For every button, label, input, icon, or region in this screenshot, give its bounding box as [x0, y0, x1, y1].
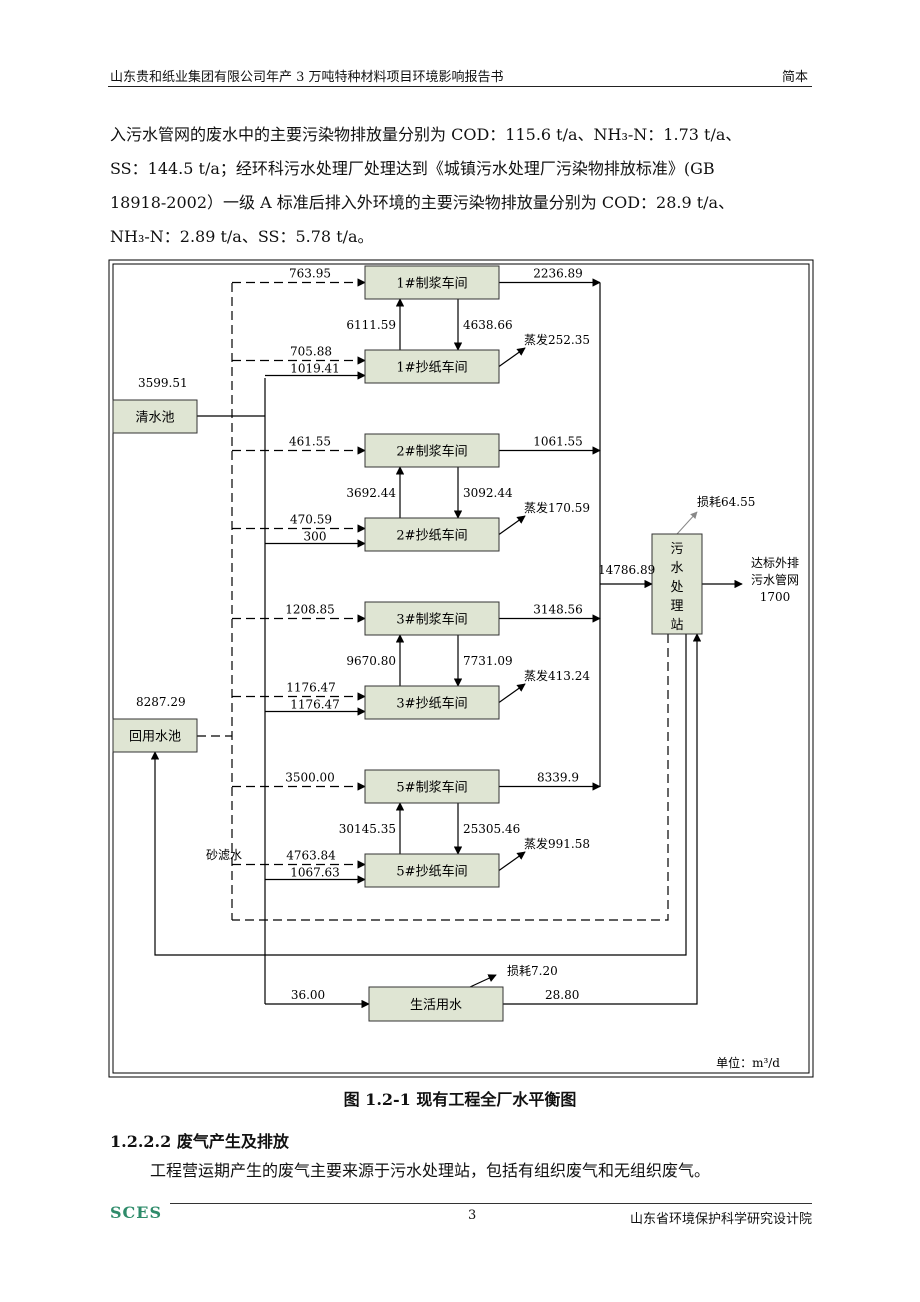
- clean-pool-box-label: 清水池: [135, 411, 174, 426]
- header-title: 山东贵和纸业集团有限公司年产 3 万吨特种材料项目环境影响报告书: [110, 70, 504, 85]
- paper-clean-inflow-value: 1067.63: [290, 866, 340, 880]
- pulp-workshop-box-label: 1#制浆车间: [396, 276, 467, 292]
- paper-clean-inflow-value: 1019.41: [290, 362, 340, 376]
- figure-frame-outer: [108, 259, 814, 1078]
- discharge-value: 1700: [760, 590, 791, 604]
- paper-clean-inflow-value: 300: [304, 530, 327, 544]
- intro-line: 入污水管网的废水中的主要污染物排放量分别为 COD：115.6 t/a、NH₃-…: [110, 125, 742, 144]
- domestic-water-box: 生活用水: [368, 986, 504, 1022]
- plant-dashed-return: [232, 634, 669, 921]
- page-number: 3: [468, 1208, 477, 1223]
- sces-logo: SCES: [110, 1204, 162, 1222]
- wastewater-outflow-value: 8339.9: [537, 771, 579, 785]
- paper-reuse-inflow-value: 470.59: [290, 513, 332, 527]
- domestic-loss-flow: [469, 974, 497, 988]
- evaporation-value: 蒸发991.58: [524, 836, 590, 851]
- sewage-plant-box: 污水处理站污水处理站: [651, 533, 703, 635]
- clean-pool-box: 清水池: [112, 399, 198, 434]
- unit-label: 单位：m³/d: [716, 1055, 780, 1070]
- paper-workshop-box: 1#抄纸车间: [364, 349, 500, 384]
- evaporation-flow: [498, 851, 526, 871]
- discharge-label-1: 达标外排: [751, 556, 799, 570]
- paper-workshop-box-label: 2#抄纸车间: [396, 528, 467, 544]
- intro-line: NH₃-N：2.89 t/a、SS：5.78 t/a。: [110, 227, 374, 246]
- paper-clean-inflow-value: 1176.47: [290, 698, 340, 712]
- paper-workshop-box-label: 3#抄纸车间: [396, 696, 467, 712]
- footer-organization: 山东省环境保护科学研究设计院: [629, 1212, 812, 1227]
- evaporation-flow: [498, 515, 526, 535]
- pulp-workshop-box: 3#制浆车间: [364, 601, 500, 636]
- sewage-plant-char: 水: [670, 561, 683, 576]
- intro-paragraph: 入污水管网的废水中的主要污染物排放量分别为 COD：115.6 t/a、NH₃-…: [110, 118, 812, 254]
- paper-reuse-inflow-value: 4763.84: [286, 849, 336, 863]
- paper-workshop-box: 5#抄纸车间: [364, 853, 500, 888]
- plant-inflow-value: 14786.89: [598, 563, 655, 577]
- paper-to-pulp-value: 30145.35: [339, 822, 396, 836]
- sand-filter-label: 砂滤水: [206, 848, 242, 862]
- sewage-plant-char: 理: [670, 599, 683, 614]
- header-rule: [108, 86, 812, 87]
- wastewater-outflow-value: 3148.56: [533, 603, 583, 617]
- pulp-workshop-box-label: 2#制浆车间: [396, 444, 467, 460]
- plant-loss-flow: [676, 511, 698, 535]
- pulp-to-paper-value: 4638.66: [463, 318, 513, 332]
- header-edition: 简本: [781, 70, 808, 85]
- paper-workshop-box-label: 5#抄纸车间: [396, 864, 467, 880]
- paper-to-pulp-value: 6111.59: [346, 318, 396, 332]
- clean-pool-value: 3599.51: [138, 376, 188, 390]
- sewage-plant-char: 污: [670, 542, 683, 557]
- discharge-label-2: 污水管网: [751, 572, 799, 587]
- plant-loss-value: 损耗64.55: [697, 495, 755, 509]
- evaporation-flow: [498, 683, 526, 703]
- domestic-loss-value: 损耗7.20: [507, 964, 558, 978]
- pulp-inflow-value: 1208.85: [285, 603, 335, 617]
- paper-workshop-box: 3#抄纸车间: [364, 685, 500, 720]
- wastewater-outflow-value: 1061.55: [533, 435, 583, 449]
- paper-workshop-box-label: 1#抄纸车间: [396, 360, 467, 376]
- pulp-to-paper-value: 7731.09: [463, 654, 513, 668]
- body-text: 工程营运期产生的废气主要来源于污水处理站，包括有组织废气和无组织废气。: [150, 1161, 711, 1180]
- pulp-workshop-box-label: 3#制浆车间: [396, 612, 467, 628]
- footer-rule: [170, 1203, 812, 1204]
- pulp-inflow-value: 461.55: [289, 435, 331, 449]
- paper-reuse-inflow-value: 1176.47: [286, 681, 336, 695]
- domestic-water-box-label: 生活用水: [410, 998, 462, 1013]
- evaporation-value: 蒸发252.35: [524, 332, 590, 347]
- pulp-workshop-box-label: 5#制浆车间: [396, 780, 467, 796]
- pulp-to-paper-value: 3092.44: [463, 486, 513, 500]
- paper-to-pulp-value: 9670.80: [346, 654, 396, 668]
- pulp-inflow-value: 763.95: [289, 267, 331, 281]
- section-title: 1.2.2.2 废气产生及排放: [110, 1132, 289, 1151]
- reuse-pool-box: 回用水池: [112, 718, 198, 753]
- pulp-inflow-value: 3500.00: [285, 771, 335, 785]
- reuse-pool-box-label: 回用水池: [129, 730, 181, 745]
- pulp-workshop-box: 2#制浆车间: [364, 433, 500, 468]
- paper-reuse-inflow-value: 705.88: [290, 345, 332, 359]
- reuse-pool-value: 8287.29: [136, 695, 186, 709]
- intro-line: SS：144.5 t/a；经环科污水处理厂处理达到《城镇污水处理厂污染物排放标准…: [110, 159, 715, 178]
- pulp-to-paper-value: 25305.46: [463, 822, 520, 836]
- figure-frame-inner: [112, 263, 810, 1074]
- domestic-inflow-value: 36.00: [291, 988, 325, 1002]
- pulp-workshop-box: 1#制浆车间: [364, 265, 500, 300]
- paper-workshop-box: 2#抄纸车间: [364, 517, 500, 552]
- evaporation-value: 蒸发413.24: [524, 668, 590, 683]
- wastewater-outflow-value: 2236.89: [533, 267, 583, 281]
- logo-text: SCES: [110, 1204, 162, 1222]
- pulp-workshop-box: 5#制浆车间: [364, 769, 500, 804]
- figure-caption: 图 1.2-1 现有工程全厂水平衡图: [343, 1090, 577, 1109]
- evaporation-flow: [498, 347, 526, 367]
- sewage-plant-char: 处: [670, 580, 683, 595]
- intro-line: 18918-2002）一级 A 标准后排入外环境的主要污染物排放量分别为 COD…: [110, 193, 735, 212]
- domestic-outflow-value: 28.80: [545, 988, 579, 1002]
- reuse-return-flow: [150, 634, 687, 956]
- sewage-plant-char: 站: [670, 618, 683, 633]
- domestic-to-plant-flow: [499, 633, 702, 1005]
- evaporation-value: 蒸发170.59: [524, 500, 590, 515]
- paper-to-pulp-value: 3692.44: [346, 486, 396, 500]
